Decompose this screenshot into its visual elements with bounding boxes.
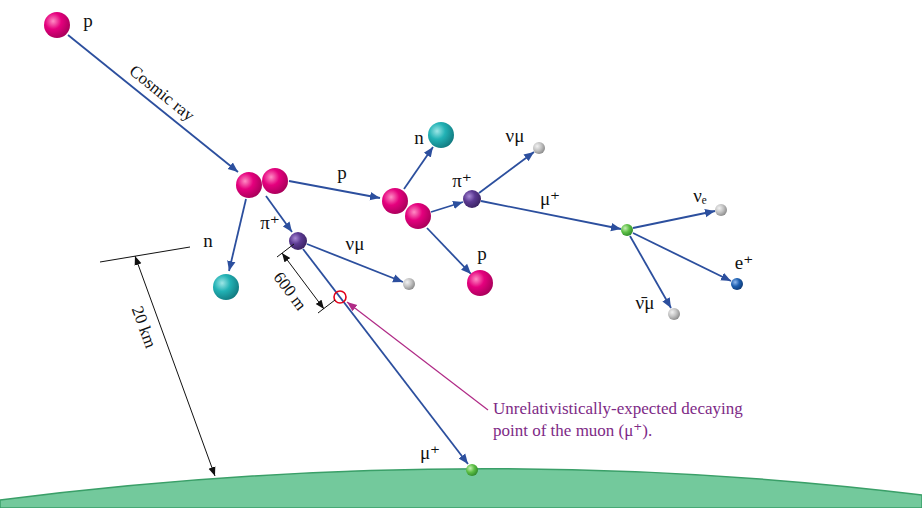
annotation-note: Unrelativistically-expected decaying poi… (493, 398, 758, 442)
particle-label: μ⁺ (420, 443, 440, 462)
earth-ground (0, 469, 922, 508)
antineutrino (668, 308, 680, 320)
neutrino (403, 278, 415, 290)
muon (466, 464, 478, 476)
extension-line (100, 247, 190, 262)
arrow-label: Cosmic ray (126, 62, 197, 124)
pion (289, 232, 307, 250)
particle-label: p (337, 163, 347, 182)
particle-label: μ⁺ (540, 189, 560, 208)
dimension-label: 600 m (270, 269, 309, 314)
positron (731, 278, 743, 290)
track-arrow (229, 199, 246, 271)
leader-line (347, 302, 488, 410)
dimension-line (135, 256, 215, 476)
track-arrow (427, 228, 471, 274)
neutrino (715, 204, 727, 216)
pion (463, 190, 481, 208)
dimension-20km (100, 247, 215, 476)
proton (405, 203, 431, 229)
track-arrow (68, 35, 238, 172)
particle-label: νμ (506, 126, 525, 145)
proton (467, 270, 493, 296)
proton (236, 172, 262, 198)
particle-label: ν̄μ (636, 293, 655, 312)
expected-decay-point (334, 291, 346, 303)
particle-label: νμ (346, 234, 365, 253)
track-arrow (431, 202, 463, 212)
neutron (213, 274, 239, 300)
neutrino (533, 142, 545, 154)
particle-label: π⁺ (452, 171, 472, 190)
particle-label: n (203, 231, 213, 250)
track-arrow (633, 233, 731, 281)
particle-label: n (414, 128, 424, 147)
proton (262, 168, 288, 194)
particle-label: e⁺ (735, 253, 753, 272)
particle-label: p (83, 11, 93, 30)
muon (621, 224, 633, 236)
track-arrow (404, 147, 433, 189)
track-arrow (633, 211, 715, 228)
particle-label: p (477, 244, 487, 263)
proton (44, 12, 70, 38)
track-arrow (289, 181, 380, 198)
proton (382, 188, 408, 214)
extension-line (277, 244, 294, 257)
neutron (428, 122, 454, 148)
particle-label: νₑ (693, 186, 706, 205)
extension-line (318, 300, 335, 313)
particle-label: π⁺ (260, 213, 280, 232)
track-arrow (303, 249, 468, 464)
track-arrow (479, 152, 534, 193)
